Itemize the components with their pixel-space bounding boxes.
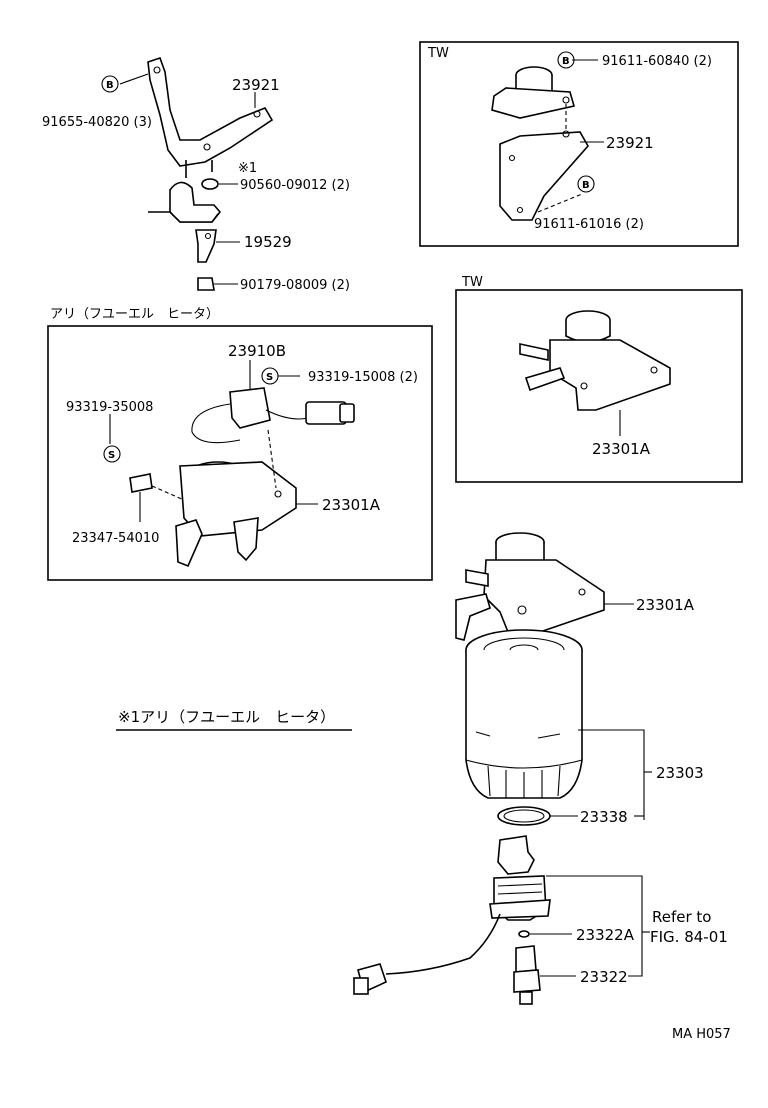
- label-23910B: 23910B: [228, 342, 286, 360]
- note1-text: ※1アリ（フユーエル ヒータ）: [118, 708, 335, 726]
- label-23338: 23338: [580, 808, 628, 826]
- label-23301A-tw: 23301A: [592, 440, 651, 458]
- o-ring-23322A: [518, 930, 530, 938]
- label-23303: 23303: [656, 764, 704, 782]
- label-23301A-heater: 23301A: [322, 496, 381, 514]
- refer-line-2: FIG. 84-01: [650, 928, 728, 946]
- fuel-filter-23303: [465, 629, 583, 799]
- label-23921-top: 23921: [232, 76, 280, 94]
- label-90179-08009: 90179-08009 (2): [240, 278, 350, 293]
- badge-b-2-text: B: [562, 56, 570, 67]
- badge-b-3-text: B: [582, 180, 590, 191]
- clip-23347: [129, 473, 153, 493]
- heater-sensor: [191, 387, 355, 444]
- label-19529: 19529: [244, 233, 292, 251]
- label-note1-marker: ※1: [238, 161, 257, 176]
- label-91611-60840: 91611-60840 (2): [602, 54, 712, 69]
- tw-filter-head: [491, 66, 576, 119]
- label-23347-54010: 23347-54010: [72, 531, 159, 546]
- refer-line-1: Refer to: [652, 908, 711, 926]
- label-23301A-main: 23301A: [636, 596, 695, 614]
- tw-bracket-box-title: TW: [427, 46, 449, 61]
- main-filter-head: [455, 532, 605, 641]
- tw-head-box: [455, 289, 743, 483]
- badge-s-2-text: S: [108, 450, 115, 461]
- tw-head-part: [519, 310, 671, 411]
- tw-bracket: [499, 130, 589, 221]
- sensor-23322: [513, 945, 541, 1005]
- figure-code: MA H057: [672, 1027, 731, 1042]
- label-91611-61016: 91611-61016 (2): [534, 217, 644, 232]
- water-sensor: [353, 835, 551, 995]
- tw-bracket-box: [419, 41, 739, 247]
- label-23322: 23322: [580, 968, 628, 986]
- bracket-assembly: [147, 56, 274, 291]
- tw-head-box-title: TW: [461, 275, 483, 290]
- label-23322A: 23322A: [576, 926, 635, 944]
- badge-b-3: [577, 175, 595, 193]
- label-23921-tw: 23921: [606, 134, 654, 152]
- heater-box-title: アリ（フユーエル ヒータ）: [50, 307, 219, 322]
- label-93319-15008: 93319-15008 (2): [308, 370, 418, 385]
- badge-s-1: [261, 367, 279, 385]
- label-93319-35008: 93319-35008: [66, 400, 153, 415]
- badge-s-1-text: S: [266, 372, 273, 383]
- heater-box: [47, 325, 433, 581]
- badge-b-1: [101, 75, 119, 93]
- badge-b-1-text: B: [106, 80, 114, 91]
- label-91655-40820: 91655-40820 (3): [42, 115, 152, 130]
- badge-b-2: [557, 51, 575, 69]
- label-90560-09012: 90560-09012 (2): [240, 178, 350, 193]
- heater-filter-head: [175, 461, 297, 568]
- badge-s-2: [103, 445, 121, 463]
